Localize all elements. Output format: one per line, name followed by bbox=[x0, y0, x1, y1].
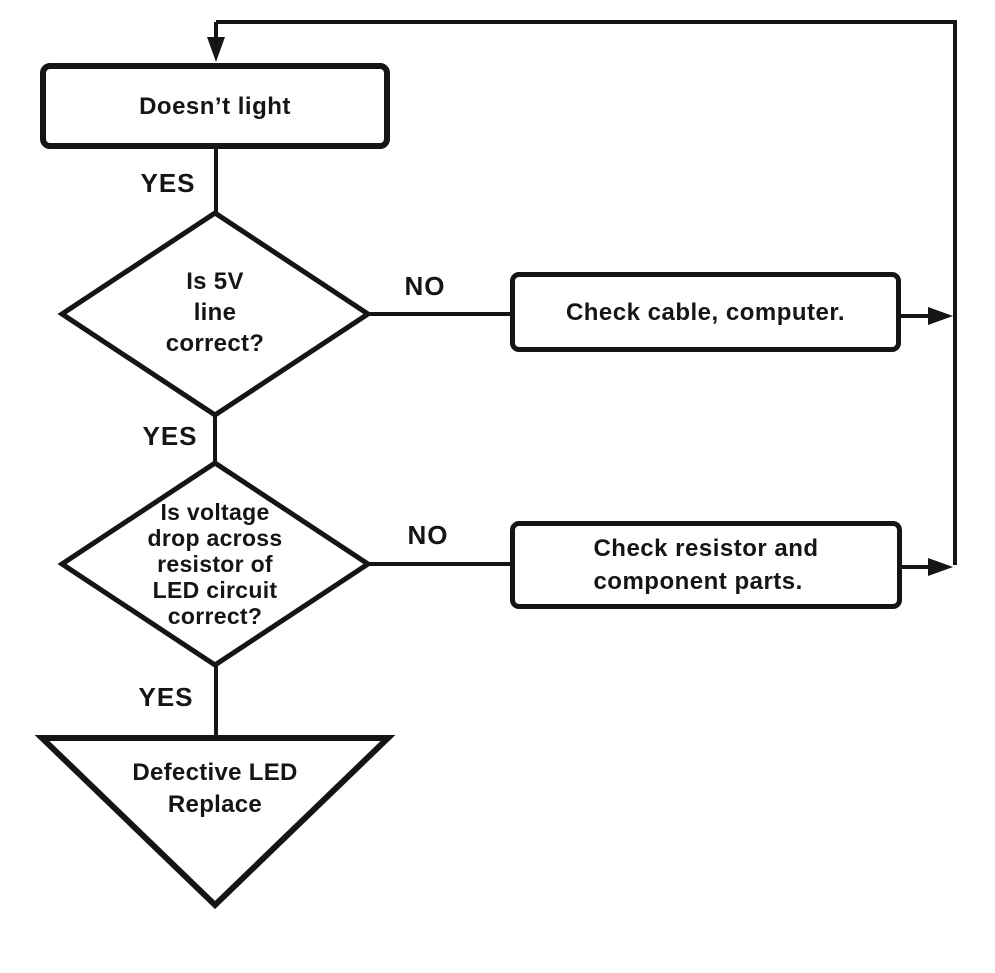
decision-voltage-drop: Is voltage drop across resistor of LED c… bbox=[110, 499, 320, 629]
decision-voltage-drop-text-1: Is voltage bbox=[160, 499, 270, 525]
node-check-cable: Check cable, computer. bbox=[510, 272, 901, 352]
node-check-cable-label: Check cable, computer. bbox=[565, 298, 846, 326]
decision-voltage-drop-text-3: resistor of bbox=[157, 551, 273, 577]
decision-5v-line: Is 5V line correct? bbox=[115, 266, 315, 359]
node-check-resistor-line-2: component parts. bbox=[593, 568, 803, 595]
node-check-resistor-line-1: Check resistor and bbox=[593, 535, 819, 562]
decision-5v-line-text-2: line bbox=[193, 299, 237, 326]
edge-label-no-2: NO bbox=[407, 520, 449, 550]
node-check-resistor-text: Check resistor and component parts. bbox=[593, 532, 818, 598]
edge-label-yes-2: YES bbox=[142, 421, 198, 451]
merge-arrowhead-2-icon bbox=[928, 558, 953, 576]
node-doesnt-light: Doesn’t light bbox=[40, 63, 390, 149]
triangle-outline bbox=[34, 735, 396, 910]
edge-label-yes-1: YES bbox=[140, 168, 196, 198]
node-check-resistor: Check resistor and component parts. bbox=[510, 521, 902, 609]
edge-label-no-1: NO bbox=[404, 271, 446, 301]
entry-arrowhead-icon bbox=[207, 37, 225, 62]
decision-voltage-drop-text-4: LED circuit bbox=[152, 577, 278, 603]
edge-label-yes-3: YES bbox=[138, 682, 194, 712]
feedback-connector bbox=[216, 20, 957, 565]
node-defective-led-line-2: Replace bbox=[167, 791, 263, 818]
node-defective-led-line-1: Defective LED bbox=[132, 759, 298, 786]
decision-5v-line-text-3: correct? bbox=[165, 330, 265, 357]
merge-arrowhead-1-icon bbox=[928, 307, 953, 325]
decision-voltage-drop-text-5: correct? bbox=[167, 603, 263, 629]
decision-voltage-drop-text-2: drop across bbox=[147, 525, 283, 551]
decision-5v-line-text-1: Is 5V bbox=[186, 268, 244, 295]
node-defective-led: Defective LED Replace bbox=[115, 757, 315, 821]
node-doesnt-light-label: Doesn’t light bbox=[139, 92, 291, 120]
